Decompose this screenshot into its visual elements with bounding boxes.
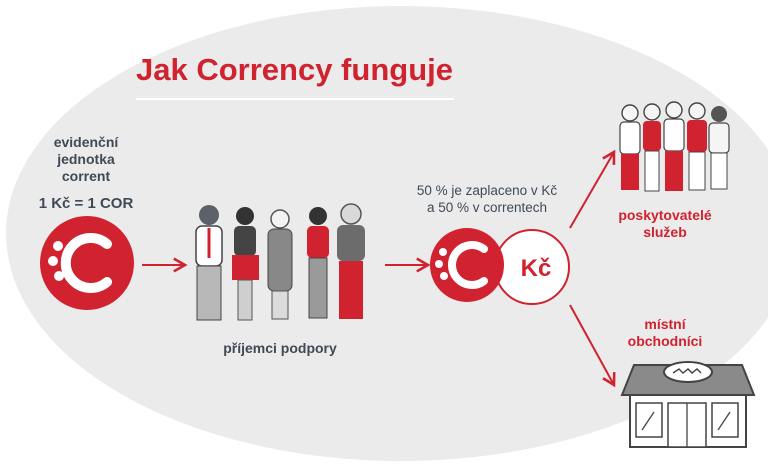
payment-split-line-2: a 50 % v correntech: [426, 200, 548, 215]
title-underline: [136, 98, 454, 100]
diagram-title: Jak Corrency funguje: [136, 52, 453, 87]
providers-label-line-2: služeb: [643, 224, 687, 240]
recipients-label: příjemci podpory: [223, 340, 337, 356]
corrency-logo-icon: [430, 228, 570, 305]
arrow-right-icon: [569, 304, 616, 388]
shop-icon: [620, 361, 756, 448]
providers-label-line-1: poskytovatelé: [618, 207, 712, 223]
unit-label: evidenční jednotka corrent: [30, 134, 142, 185]
arrow-right-icon: [569, 149, 616, 229]
people-group-icon: [195, 203, 365, 321]
payment-split: 50 % je zaplaceno v Kč a 50 % v corrente…: [392, 182, 582, 216]
people-group-icon: [619, 101, 730, 192]
merchants-label: místní obchodníci: [610, 316, 720, 350]
corrency-logo-icon: [40, 216, 134, 310]
merchants-label-line-2: obchodníci: [627, 333, 703, 349]
payment-split-line-1: 50 % je zaplaceno v Kč: [416, 183, 558, 198]
exchange-rate: 1 Kč = 1 COR: [38, 195, 134, 212]
unit-label-line-2: jednotka: [57, 151, 115, 167]
currency-symbol: Kč: [521, 255, 552, 282]
unit-label-line-3: corrent: [61, 168, 111, 184]
unit-label-line-1: evidenční: [53, 134, 119, 150]
providers-label: poskytovatelé služeb: [600, 207, 730, 241]
merchants-label-line-1: místní: [644, 316, 686, 332]
